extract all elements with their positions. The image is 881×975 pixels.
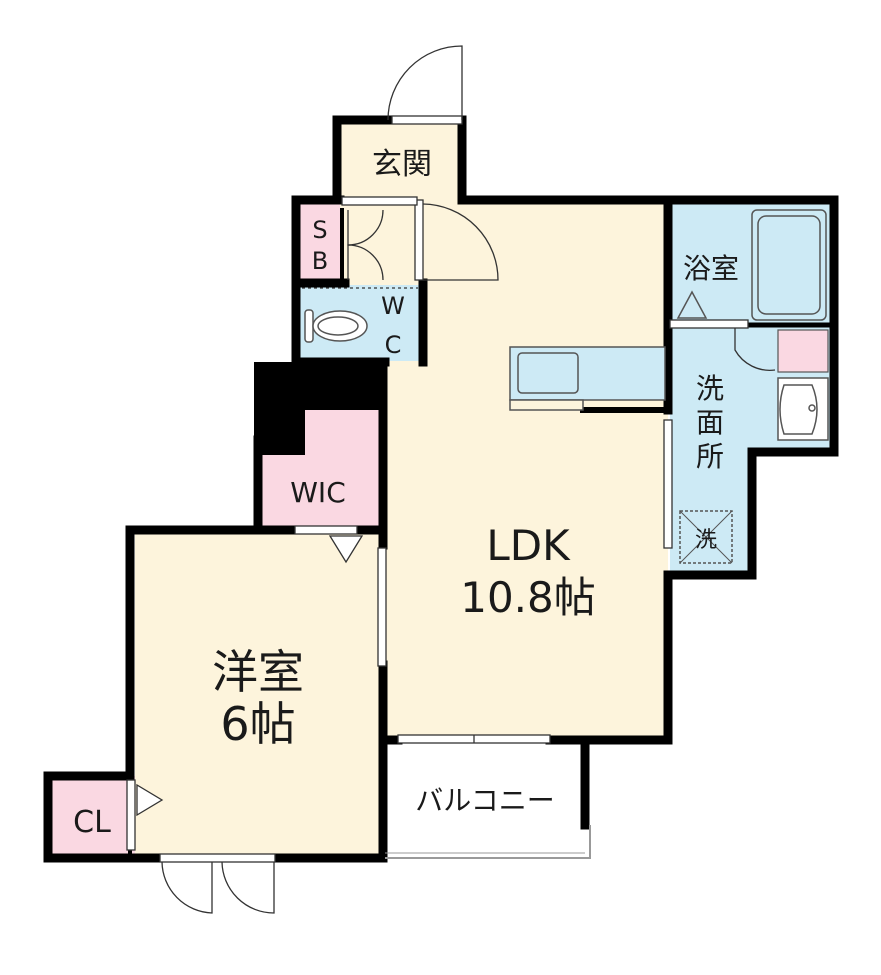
- balcony-railing: [385, 825, 591, 859]
- wic-opening: [294, 525, 358, 535]
- kitchen-counter: [509, 346, 666, 401]
- hall-door-frame: [414, 199, 424, 281]
- hall-door-swing: [422, 203, 499, 281]
- structural-column: [254, 362, 383, 530]
- wc-label-1: W: [381, 292, 405, 320]
- toilet-bowl: [312, 310, 368, 342]
- bottom-door-right: [221, 861, 275, 914]
- bathtub: [751, 209, 827, 321]
- youshitsu-label-2: 6帖: [220, 697, 295, 751]
- senmenjo-label-2: 面: [696, 406, 724, 439]
- ldk-floor: [383, 200, 668, 738]
- senmenjo-label-1: 洗: [696, 372, 724, 405]
- bottom-door-frame: [159, 853, 276, 863]
- wic-label: WIC: [290, 476, 346, 509]
- youshitsu-floor: [135, 533, 381, 856]
- sb-label-2: B: [312, 247, 328, 275]
- sb-floor: [300, 200, 340, 283]
- sb-door-frame: [341, 196, 418, 206]
- bottom-door-left: [161, 861, 213, 914]
- genkan-label: 玄関: [372, 147, 432, 182]
- cl-door-marker: [136, 783, 164, 817]
- washbasin-drain: [808, 404, 816, 412]
- toilet-tank: [304, 309, 314, 343]
- sb-door-swing-bottom: [347, 244, 384, 281]
- cl-label: CL: [73, 805, 111, 840]
- genkan-floor: [340, 122, 465, 200]
- bath-outer-wall: [667, 195, 839, 580]
- youshitsu-slider: [377, 547, 387, 667]
- balcony-label: バルコニー: [415, 784, 554, 817]
- washroom-slider: [663, 419, 673, 549]
- labels: 玄関 S B W C 浴室 洗 面 所 洗 LDK 10.8帖 WIC 洋室 6…: [73, 147, 739, 840]
- bathtub-inner: [757, 215, 821, 315]
- kitchen-ledge: [509, 399, 584, 411]
- senmenjo-lower-floor: [670, 449, 752, 571]
- fixtures: [304, 209, 829, 564]
- youshitsu-top-wall: [125, 525, 305, 781]
- wc-label-2: C: [385, 331, 402, 359]
- cl-floor: [52, 776, 135, 856]
- bath-door-swing: [734, 328, 776, 371]
- washbasin: [777, 377, 829, 441]
- cl-opening: [126, 779, 136, 851]
- laundry-box: [679, 510, 733, 564]
- youshitsu-label-1: 洋室: [212, 645, 304, 699]
- genkan-wall: [332, 115, 397, 205]
- doors: [126, 45, 776, 914]
- entry-door-frame: [391, 115, 463, 125]
- laundry-diag-2: [679, 510, 733, 564]
- toilet-seat: [317, 316, 359, 336]
- room-fills: [52, 122, 830, 856]
- wic-door-marker: [328, 535, 364, 564]
- senmenjo-label-3: 所: [696, 440, 724, 473]
- washbasin-bowl: [779, 384, 818, 435]
- bath-triangle: [676, 290, 708, 319]
- ldk-label-1: LDK: [486, 521, 571, 570]
- kitchen-sink: [517, 352, 579, 394]
- bath-label: 浴室: [683, 252, 739, 285]
- bath-door-frame: [669, 319, 749, 329]
- sb-label-1: S: [312, 216, 327, 244]
- laundry-label: 洗: [695, 528, 717, 553]
- ldk-label-2: 10.8帖: [460, 573, 596, 622]
- cl-wall: [43, 771, 165, 863]
- entry-door-swing: [387, 45, 463, 121]
- washroom-cabinet: [777, 329, 829, 373]
